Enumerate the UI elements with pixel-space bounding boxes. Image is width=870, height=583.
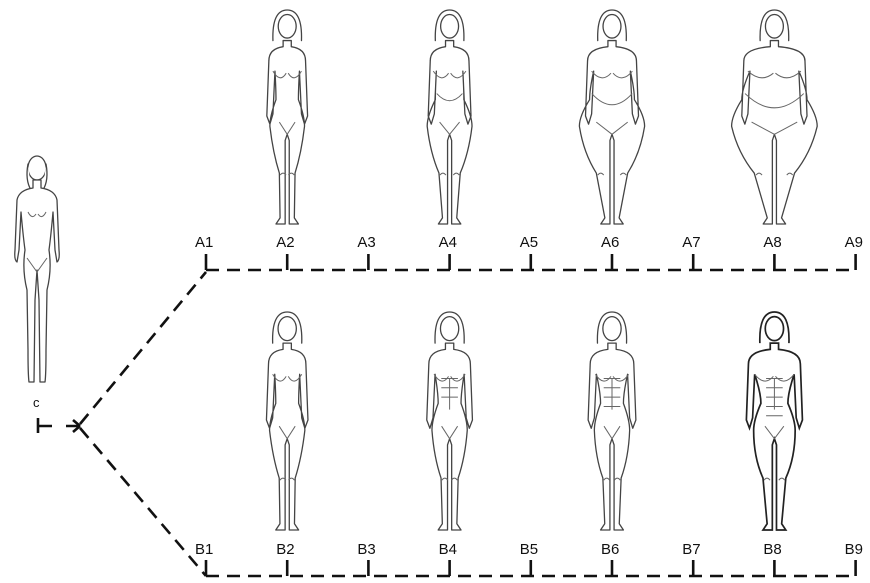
origin-label: c [33,395,40,410]
scale-b-label-9: B9 [845,541,863,558]
branch-b-line [80,428,206,576]
scale-a-label-4: A4 [439,234,457,251]
scale-b-label-7: B7 [682,541,700,558]
scale-b-label-2: B2 [276,541,294,558]
scale-a-label-5: A5 [520,234,538,251]
scale-b-label-3: B3 [357,541,375,558]
scale-b-label-1: B1 [195,541,213,558]
figure-b2 [266,312,308,530]
figure-a2 [267,10,308,224]
scale-a-label-3: A3 [357,234,375,251]
scale-b-label-5: B5 [520,541,538,558]
scale-b-ticks [206,560,856,576]
scale-a-label-8: A8 [763,234,781,251]
scale-a-label-2: A2 [276,234,294,251]
origin-tick [38,418,52,433]
scale-b-label-6: B6 [601,541,619,558]
figures-b-row [266,312,802,530]
scale-b-label-4: B4 [439,541,457,558]
branch-a-line [80,272,206,424]
scale-a-labels: A1 A2 A3 A4 A5 A6 A7 A8 A9 [195,234,863,251]
scale-b-label-8: B8 [763,541,781,558]
scale-a-label-6: A6 [601,234,619,251]
scale-a-label-1: A1 [195,234,213,251]
figure-a6 [579,10,644,224]
scale-b-labels: B1 B2 B3 B4 B5 B6 B7 B8 B9 [195,541,863,558]
figure-b6 [588,312,636,530]
scale-a-label-7: A7 [682,234,700,251]
figure-a4 [427,10,472,224]
scale-a-label-9: A9 [845,234,863,251]
branch-junction [66,420,80,432]
figure-b8 [746,312,802,530]
figures-a-row [267,10,817,224]
origin-figure [15,156,60,382]
figure-a8 [732,10,818,224]
scale-a-ticks [206,254,856,270]
figure-b4 [427,312,473,530]
